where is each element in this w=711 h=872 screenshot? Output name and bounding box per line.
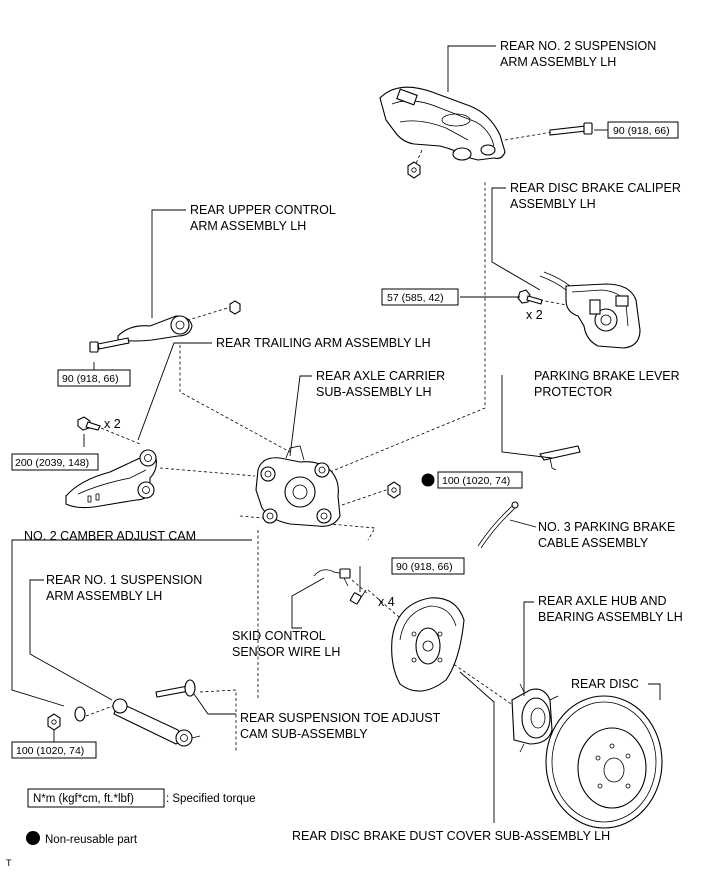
svg-text:57 (585, 42): 57 (585, 42) xyxy=(387,292,444,304)
upper-arm-bolt-drawing xyxy=(89,337,130,353)
rear-disc-brake-dust-cover-drawing xyxy=(391,597,465,692)
rear-axle-hub-bearing-drawing xyxy=(511,683,561,753)
rear-no1-suspension-arm-label: REAR NO. 1 SUSPENSION ARM ASSEMBLY LH xyxy=(46,573,206,603)
legend-torque: N*m (kgf*cm, ft.*lbf) : Specified torque xyxy=(27,788,256,808)
hub-bolt-quantity: x 4 xyxy=(378,595,395,609)
parking-brake-lever-protector-drawing xyxy=(539,445,581,471)
rear-no2-suspension-arm-label: REAR NO. 2 SUSPENSION ARM ASSEMBLY LH xyxy=(500,39,660,69)
legend-torque-desc: : Specified torque xyxy=(166,793,256,805)
leader-lines xyxy=(11,45,661,823)
skid-control-sensor-wire-drawing xyxy=(313,568,351,587)
rear-suspension-toe-adjust-cam-drawing xyxy=(155,679,196,698)
trailing-bolt-quantity: x 2 xyxy=(104,417,121,431)
rear-upper-control-arm-label: REAR UPPER CONTROL ARM ASSEMBLY LH xyxy=(190,203,339,233)
torque-box-trailing: 200 (2039, 148) xyxy=(11,453,99,471)
rear-suspension-toe-adjust-cam-label: REAR SUSPENSION TOE ADJUST CAM SUB-ASSEM… xyxy=(240,711,444,741)
rear-axle-carrier-label: REAR AXLE CARRIER SUB-ASSEMBLY LH xyxy=(316,369,449,399)
rear-disc-brake-caliper-drawing xyxy=(539,271,641,349)
svg-text:200 (2039, 148): 200 (2039, 148) xyxy=(15,457,89,469)
torque-box-caliper: 57 (585, 42) xyxy=(381,288,459,306)
caliper-bolt-quantity: x 2 xyxy=(526,308,543,322)
rear-disc-brake-caliper-label: REAR DISC BRAKE CALIPER ASSEMBLY LH xyxy=(510,181,684,211)
non-reusable-dot xyxy=(421,473,435,487)
skid-control-sensor-wire-label: SKID CONTROL SENSOR WIRE LH xyxy=(232,629,340,659)
no2-camber-adjust-cam-label: NO. 2 CAMBER ADJUST CAM xyxy=(24,529,196,543)
torque-box-carrier-nut: 100 (1020, 74) xyxy=(437,471,523,489)
legend-non-reusable-text: Non-reusable part xyxy=(45,834,138,846)
carrier-nut-drawing xyxy=(387,481,401,499)
trailing-arm-bolt-drawing xyxy=(77,416,101,431)
no1-arm-nut-drawing xyxy=(47,713,61,731)
torque-box-upper-arm: 90 (918, 66) xyxy=(57,369,131,387)
rear-disc-brake-dust-cover-label: REAR DISC BRAKE DUST COVER SUB-ASSEMBLY … xyxy=(292,829,610,843)
torque-box-no1-arm: 100 (1020, 74) xyxy=(11,741,97,759)
rear-no2-suspension-arm-drawing xyxy=(379,86,506,161)
no2-arm-bolt-drawing xyxy=(549,122,593,136)
legend-non-reusable: Non-reusable part xyxy=(26,831,138,846)
rear-no1-suspension-arm-drawing xyxy=(112,698,201,747)
svg-text:90 (918, 66): 90 (918, 66) xyxy=(613,125,670,137)
no2-arm-nut-drawing xyxy=(407,161,421,179)
rear-disc-label: REAR DISC xyxy=(571,677,639,691)
legend-non-reusable-dot xyxy=(26,831,40,845)
svg-text:100 (1020, 74): 100 (1020, 74) xyxy=(442,475,510,487)
svg-text:100 (1020, 74): 100 (1020, 74) xyxy=(16,745,84,757)
svg-text:90 (918, 66): 90 (918, 66) xyxy=(396,561,453,573)
alignment-lines xyxy=(85,131,573,752)
legend-torque-units: N*m (kgf*cm, ft.*lbf) xyxy=(33,793,134,805)
hub-bolt-drawing xyxy=(349,589,367,605)
svg-text:90 (918, 66): 90 (918, 66) xyxy=(62,373,119,385)
upper-arm-nut-drawing xyxy=(229,300,241,315)
torque-box-hub: 90 (918, 66) xyxy=(391,557,465,575)
caliper-bolt-drawing xyxy=(517,289,543,305)
rear-upper-control-arm-drawing xyxy=(117,315,193,342)
rear-trailing-arm-drawing xyxy=(65,449,157,509)
corner-mark: T xyxy=(6,858,12,868)
rear-trailing-arm-label: REAR TRAILING ARM ASSEMBLY LH xyxy=(216,336,431,350)
rear-disc-drawing xyxy=(545,695,663,829)
torque-box-no2-arm: 90 (918, 66) xyxy=(607,121,679,139)
parking-brake-lever-protector-label: PARKING BRAKE LEVER PROTECTOR xyxy=(534,369,683,399)
rear-axle-hub-bearing-label: REAR AXLE HUB AND BEARING ASSEMBLY LH xyxy=(538,594,683,624)
no3-parking-brake-cable-label: NO. 3 PARKING BRAKE CABLE ASSEMBLY xyxy=(538,520,679,550)
no2-camber-adjust-cam-drawing xyxy=(74,706,86,722)
no3-parking-brake-cable-drawing xyxy=(477,501,519,549)
rear-axle-carrier-drawing xyxy=(255,445,341,527)
